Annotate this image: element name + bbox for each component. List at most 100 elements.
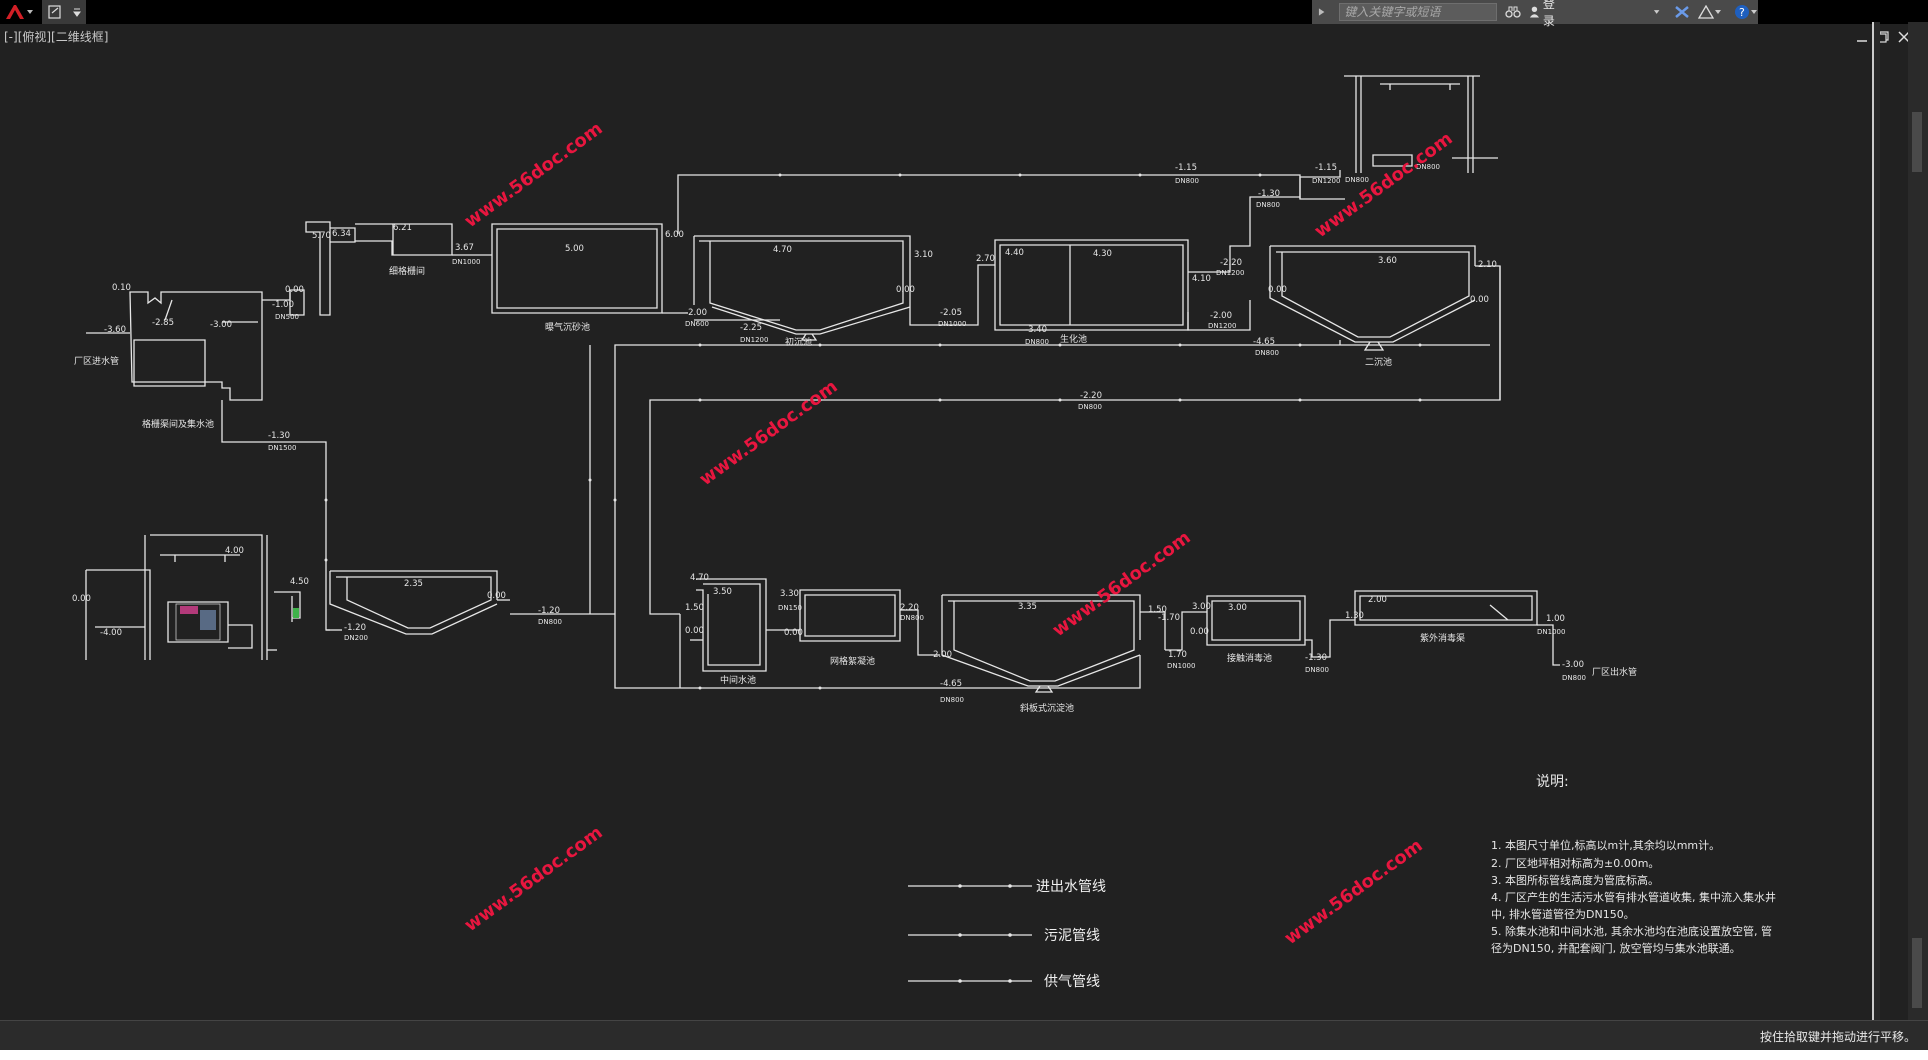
help-button[interactable]: ?	[1734, 4, 1758, 20]
watermark: www.56doc.com	[1281, 835, 1427, 949]
elev: -1.30	[1258, 189, 1280, 199]
elev: 4.10	[1192, 274, 1211, 284]
chevron-down-icon	[1751, 10, 1757, 14]
pipe-size: DN800	[538, 618, 562, 626]
pipe-screen	[262, 289, 305, 316]
pipe-row2	[510, 613, 955, 689]
pipe-size: DN800	[1025, 338, 1049, 346]
label-contact: 接触消毒池	[1227, 652, 1272, 664]
elev: 4.00	[225, 546, 244, 556]
elev: 0.00	[72, 594, 91, 604]
pipe-size: DN1200	[1312, 177, 1340, 185]
elev: -3.40	[1025, 325, 1047, 335]
elev: 2.00	[1368, 595, 1387, 605]
elev: 2.20	[900, 603, 919, 613]
contact-disinfection-tank	[1165, 595, 1355, 658]
elev: 2.35	[404, 579, 423, 589]
exchange-apps-button[interactable]	[1674, 5, 1690, 19]
elev: 3.67	[455, 243, 474, 253]
pipe-size: DN1200	[1216, 269, 1244, 277]
vertical-scrollbar[interactable]	[1908, 22, 1928, 1020]
uv-channel	[1354, 590, 1560, 666]
grit-chamber	[129, 291, 263, 401]
pipe-size: DN800	[1416, 163, 1440, 171]
elev: 0.00	[487, 591, 506, 601]
elev: 0.00	[685, 626, 704, 636]
elev: 0.10	[112, 283, 131, 293]
minimize-icon[interactable]	[1855, 30, 1869, 44]
notes-title: 说明:	[1536, 774, 1569, 790]
note-line: 中, 排水管道管径为DN150。	[1491, 907, 1635, 921]
elev: 0.00	[784, 628, 803, 638]
elev: -1.20	[538, 606, 560, 616]
elev: 3.00	[1228, 603, 1247, 613]
pipe-size: DN800	[1078, 403, 1102, 411]
close-icon[interactable]	[1897, 30, 1911, 44]
pipe-size: DN800	[1562, 674, 1586, 682]
infocenter-toolbar: 登录 ?	[1312, 0, 1758, 28]
secondary-clarifier	[1269, 245, 1476, 351]
help-icon: ?	[1735, 5, 1749, 19]
elev: 3.35	[1018, 602, 1037, 612]
elev: 3.10	[914, 250, 933, 260]
drawing-border-scrollbar[interactable]	[1872, 22, 1880, 1020]
blower-building	[1344, 75, 1498, 173]
login-dropdown-icon[interactable]	[1653, 8, 1660, 16]
elev: -1.00	[272, 300, 294, 310]
application-menu-button[interactable]	[0, 0, 40, 24]
title-bar: 登录 ?	[0, 0, 1928, 28]
note-line: 5. 除集水池和中间水池, 其余水池均在池底设置放空管, 管	[1491, 924, 1772, 938]
viewport-controls[interactable]: [-][俯视][二维线框]	[4, 30, 109, 44]
elev: 3.50	[713, 587, 732, 597]
elev: 6.34	[332, 229, 351, 239]
elev: -2.00	[1210, 311, 1232, 321]
elev: 5.00	[565, 244, 584, 254]
save-icon[interactable]	[47, 4, 63, 20]
pipe-size: DN1000	[938, 320, 966, 328]
elev: 6.21	[393, 223, 412, 233]
aerated-grit-chamber	[491, 223, 663, 314]
scroll-thumb[interactable]	[1908, 22, 1928, 1020]
legend-air-pipe: 供气管线	[1044, 974, 1100, 990]
elev: -2.20	[1080, 391, 1102, 401]
elev: 4.40	[1005, 248, 1024, 258]
intermediate-tank	[690, 578, 767, 672]
search-input[interactable]	[1339, 3, 1498, 21]
elev: 3.30	[780, 589, 799, 599]
autodesk-a360-button[interactable]	[1698, 5, 1722, 19]
aeration-air-pipe	[677, 170, 1345, 273]
elev: 1.50	[685, 603, 704, 613]
login-label: 登录	[1542, 0, 1555, 28]
elev: 4.70	[773, 245, 792, 255]
expand-arrow-icon[interactable]	[1318, 7, 1325, 17]
label-fine-screen: 细格栅间	[389, 265, 425, 277]
triangle-a-icon	[1698, 5, 1714, 19]
primary-clarifier	[693, 235, 911, 341]
elev: 5.70	[312, 231, 331, 241]
label-secondary: 二沉池	[1365, 356, 1392, 368]
login-button[interactable]: 登录	[1529, 0, 1565, 29]
elev: 0.00	[896, 285, 915, 295]
status-bar: 按住拾取键并拖动进行平移。	[0, 1020, 1928, 1050]
elev: -4.65	[940, 679, 962, 689]
watermark: www.56doc.com	[696, 376, 842, 490]
pipe-size: DN800	[1305, 666, 1329, 674]
chevron-down-icon	[27, 10, 33, 14]
pipe-size: DN1000	[1537, 628, 1565, 636]
pipe-size: DN800	[1256, 201, 1280, 209]
note-line: 1. 本图尺寸单位,标高以m计,其余均以mm计。	[1491, 838, 1720, 852]
process-pipe-row1	[649, 263, 1501, 615]
pipe-size: DN500	[275, 313, 299, 321]
elev: 3.60	[1378, 256, 1397, 266]
drawing-window-controls	[1855, 30, 1915, 46]
elev: -3.00	[210, 320, 232, 330]
svg-text:?: ?	[1739, 6, 1745, 19]
customize-toolbar-dropdown-icon[interactable]	[73, 5, 81, 19]
search-button[interactable]	[1505, 5, 1521, 19]
watermark: www.56doc.com	[1049, 527, 1195, 641]
note-line: 径为DN150, 并配套阀门, 放空管均与集水池联通。	[1491, 941, 1741, 955]
label-plant-inlet: 厂区进水管	[74, 355, 119, 367]
autocad-logo-icon	[6, 5, 24, 19]
elev: 6.00	[665, 230, 684, 240]
